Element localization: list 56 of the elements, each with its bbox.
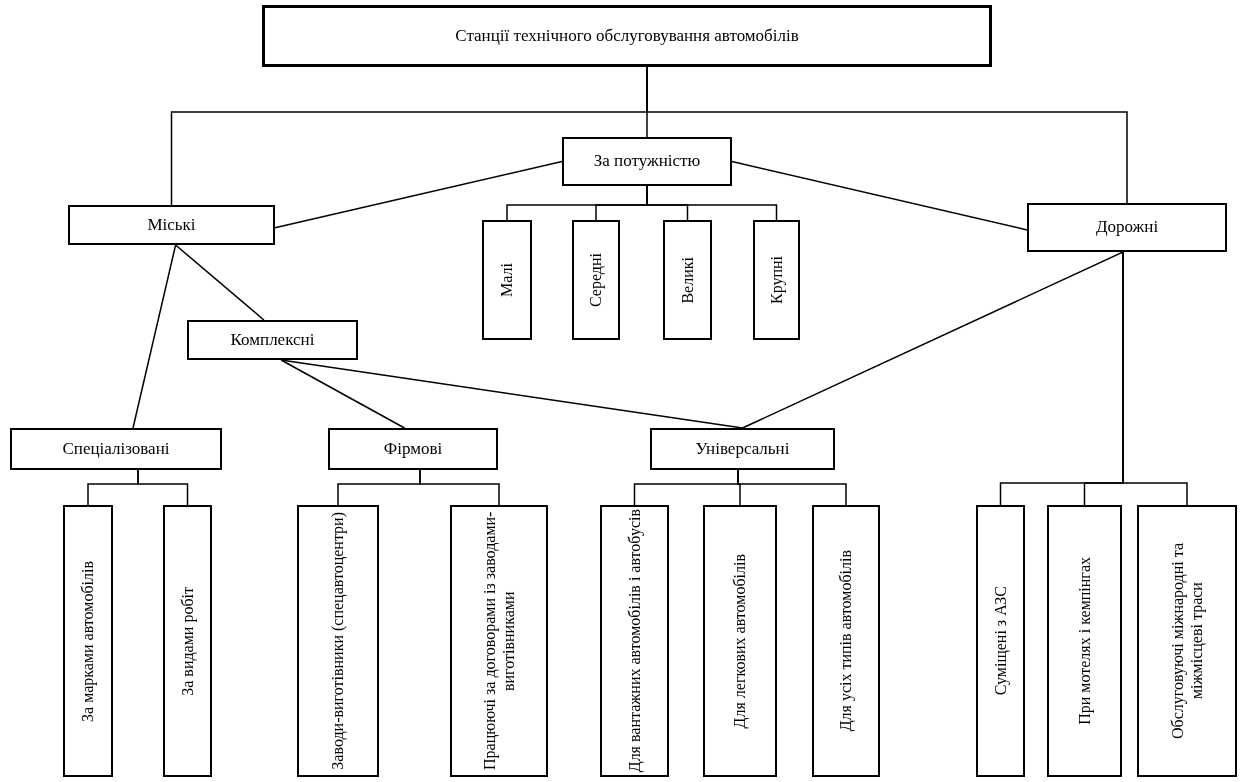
category-label: Дорожні (1095, 217, 1159, 238)
connector-line (419, 469, 500, 506)
category-label: Середні (586, 253, 606, 307)
connector-line (1122, 251, 1188, 506)
category-box (297, 505, 379, 777)
category-label: Станції технічного обслуговування автомобілів (455, 25, 799, 47)
category-box (1027, 203, 1227, 252)
category-box (68, 205, 275, 245)
category-box (1047, 505, 1122, 777)
category-box (703, 505, 777, 777)
category-label: Працюючі за договорами із заводами-виготівниками (479, 510, 518, 773)
connector-line (137, 469, 189, 506)
category-box (262, 5, 992, 67)
connector-line (274, 160, 563, 229)
category-label: Комплексні (230, 329, 315, 351)
category-box (482, 220, 532, 340)
category-label: Універсальні (695, 438, 790, 460)
category-box (63, 505, 113, 777)
category-label: Міські (147, 214, 196, 236)
category-label: За потужністю (593, 151, 701, 172)
category-label: Суміщені з АЗС (990, 586, 1011, 696)
category-label: Обслуговуючі міжнародні та міжмісцеві траси (1167, 541, 1207, 742)
connector-line (737, 469, 847, 506)
category-box (187, 320, 358, 360)
category-label: Малі (497, 263, 517, 297)
category-label: Для усіх типів автомобілів (836, 550, 856, 732)
category-label: Крупні (766, 256, 787, 304)
category-label: При мотелях і кемпінгах (1074, 557, 1095, 725)
category-label: За марками автомобілів (78, 560, 98, 722)
category-box (10, 428, 222, 470)
category-box (572, 220, 620, 340)
category-label: Заводи-виготівники (спецавтоцентри) (328, 512, 348, 770)
category-box (450, 505, 548, 777)
connector-line (280, 359, 406, 429)
category-box (328, 428, 498, 470)
category-box (562, 137, 732, 186)
connector-line (731, 160, 1028, 231)
connector-line (646, 66, 1128, 204)
category-box (976, 505, 1025, 777)
connector-line (741, 251, 1124, 429)
connector-line (132, 244, 177, 429)
category-box (753, 220, 800, 340)
category-label: Для вантажних автомобілів і автобусів (624, 509, 645, 773)
category-label: Фірмові (383, 438, 443, 460)
category-label: Для легкових автомобілів (730, 553, 750, 729)
connector-line (646, 185, 778, 221)
category-box (163, 505, 212, 777)
category-label: За видами робіт (177, 586, 198, 696)
category-box (1137, 505, 1237, 777)
category-label: Великі (677, 256, 697, 304)
category-box (812, 505, 880, 777)
category-box (600, 505, 669, 777)
category-box (663, 220, 712, 340)
connector-line (174, 244, 265, 321)
category-box (650, 428, 835, 470)
category-label: Спеціалізовані (62, 438, 170, 460)
